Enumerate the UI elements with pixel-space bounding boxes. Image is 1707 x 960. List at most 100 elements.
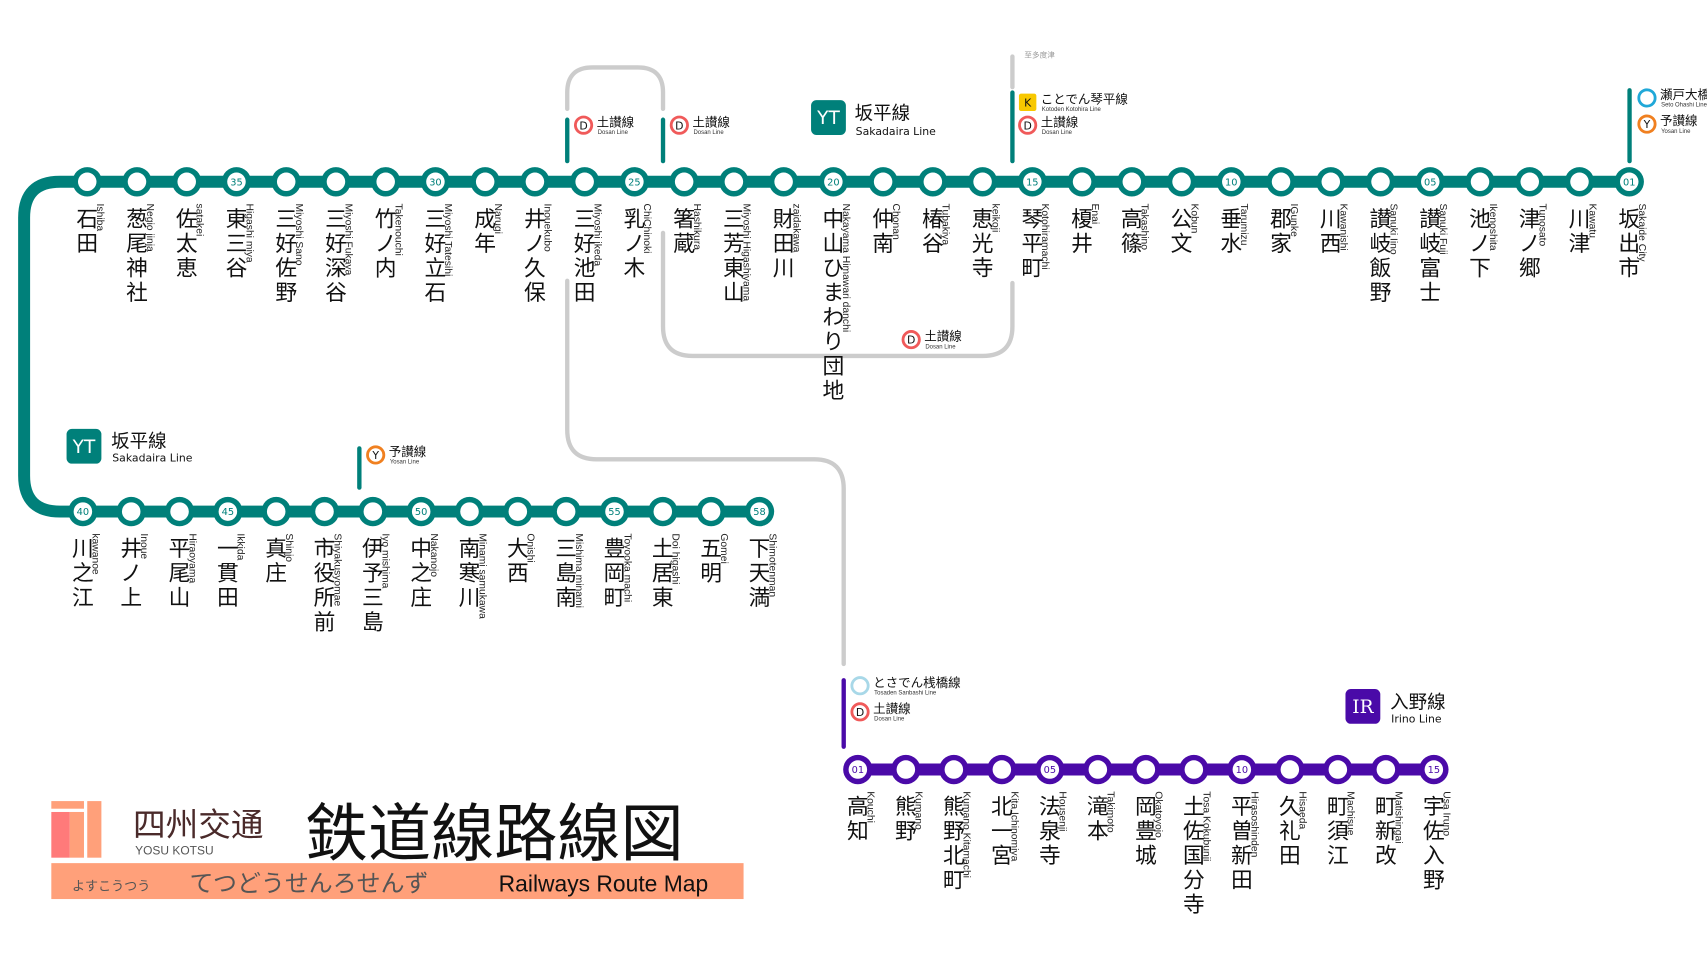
station-name-char: 岐	[1370, 232, 1392, 257]
station-name-en: Kawanishi	[1338, 204, 1349, 251]
station-marker-inner	[1072, 172, 1092, 192]
station-marker-inner	[824, 172, 843, 192]
station-name-char: ノ	[524, 232, 546, 257]
dosan-loop-top	[565, 65, 666, 112]
station-name-en: Gomei	[718, 533, 729, 563]
station-name-ja: 坂出市	[1618, 207, 1640, 281]
station-name-char: 社	[126, 281, 148, 306]
station-name-en: Enai	[1089, 204, 1100, 225]
station-name-ja: 佐太恵	[176, 207, 198, 281]
station-marker-inner	[1376, 760, 1396, 779]
station-name-char: 文	[1171, 232, 1193, 257]
station-marker-inner	[326, 172, 346, 192]
yosan-icon	[366, 445, 386, 465]
station-marker-inner	[625, 172, 644, 192]
station-name-char: 居	[652, 562, 674, 587]
station-name-en: Hashikura	[691, 204, 702, 251]
station-name-en: Doi higashi	[670, 533, 681, 584]
station-name-char: 田	[76, 232, 98, 257]
station-name-char: 内	[375, 256, 397, 281]
station-name-char: 光	[972, 232, 994, 257]
station-name-char: 佐	[1183, 820, 1205, 845]
station-name-char: 熊	[943, 795, 965, 820]
station-name-char: 寺	[972, 256, 994, 281]
station-name-char: 尾	[169, 562, 191, 587]
station-marker-inner	[556, 502, 576, 521]
station-name-char: 山	[169, 586, 191, 611]
station-marker-inner	[873, 172, 893, 192]
station-name-char: 下	[749, 537, 771, 562]
station-name-en: ChiChinoki	[641, 204, 652, 254]
station-name-char: 一	[217, 537, 239, 562]
station-name-char: 島	[555, 562, 577, 587]
station-name-ja: 南寒川	[459, 537, 481, 611]
station-name-char: 下	[1469, 256, 1491, 281]
dosan-south-track	[565, 278, 846, 667]
station-name-char: 深	[325, 256, 347, 281]
station-marker-inner	[363, 502, 383, 521]
station-name-ja: 仲南	[872, 207, 894, 256]
station-name-char: 好	[574, 232, 596, 257]
station-name-char: 郷	[1519, 256, 1541, 281]
station-number: 10	[1225, 177, 1237, 188]
station-name-ja: 成年	[474, 207, 496, 256]
station-name-char: 所	[314, 586, 336, 611]
station-name-en: Shiyakusyomae	[331, 533, 342, 606]
irino-name-ja: 入野線	[1390, 693, 1446, 714]
station-name-ja: 石田	[76, 207, 98, 256]
station-name-char: 南	[872, 232, 894, 257]
dosan-name-ja: 土讃線	[597, 114, 635, 129]
station-name-ja: 一貫田	[217, 537, 239, 611]
yt-code: YT	[72, 437, 96, 458]
yosan-icon	[1637, 114, 1657, 134]
station-name-char: り	[822, 330, 844, 355]
station-name-en: Sanuki Iino	[1387, 204, 1398, 255]
station-marker-inner	[460, 502, 479, 521]
station-name-char: 山	[822, 232, 844, 257]
station-name-ja: 下天満	[749, 537, 771, 611]
station-marker-inner	[1321, 172, 1341, 192]
tosaden-name-ja: とさでん桟橋線	[873, 675, 961, 690]
station-marker-inner	[1371, 172, 1390, 192]
station-name-ja: 乳ノ木	[624, 207, 646, 281]
station-name-ja: 川西	[1320, 207, 1342, 256]
station-name-char: 三	[574, 207, 596, 232]
station-name-en: Toyooka machi	[621, 533, 632, 602]
station-marker-inner	[992, 760, 1012, 779]
station-name-char: 太	[176, 232, 198, 257]
station-name-en: Inouekubo	[542, 204, 553, 252]
station-marker-inner	[1421, 172, 1440, 192]
station-name-char: 井	[524, 207, 546, 232]
station-name-en: Chonan	[890, 204, 901, 240]
station-name-char: 保	[524, 281, 546, 306]
station-name-char: ノ	[120, 562, 142, 587]
station-name-en: Sanuki Fuji	[1437, 204, 1448, 255]
station-name-en: Takimoto	[1105, 791, 1116, 833]
station-marker-inner	[218, 502, 238, 521]
logo-block-dark	[51, 811, 70, 858]
station-name-ja: 池ノ下	[1469, 207, 1491, 281]
station-name-en: Kumano	[913, 791, 924, 830]
station-name-en: kawanoe	[90, 533, 101, 575]
station-name-char: 中	[822, 207, 844, 232]
station-name-char: 西	[507, 562, 529, 587]
station-name-char: 年	[474, 232, 496, 257]
station-name-char: 石	[425, 281, 447, 306]
station-marker-inner	[774, 172, 793, 192]
logo-bar-right	[87, 801, 102, 858]
station-name-char: 谷	[325, 281, 347, 306]
station-name-en: Higashi miya	[243, 204, 254, 263]
station-name-en: Takenouchi	[392, 204, 403, 256]
